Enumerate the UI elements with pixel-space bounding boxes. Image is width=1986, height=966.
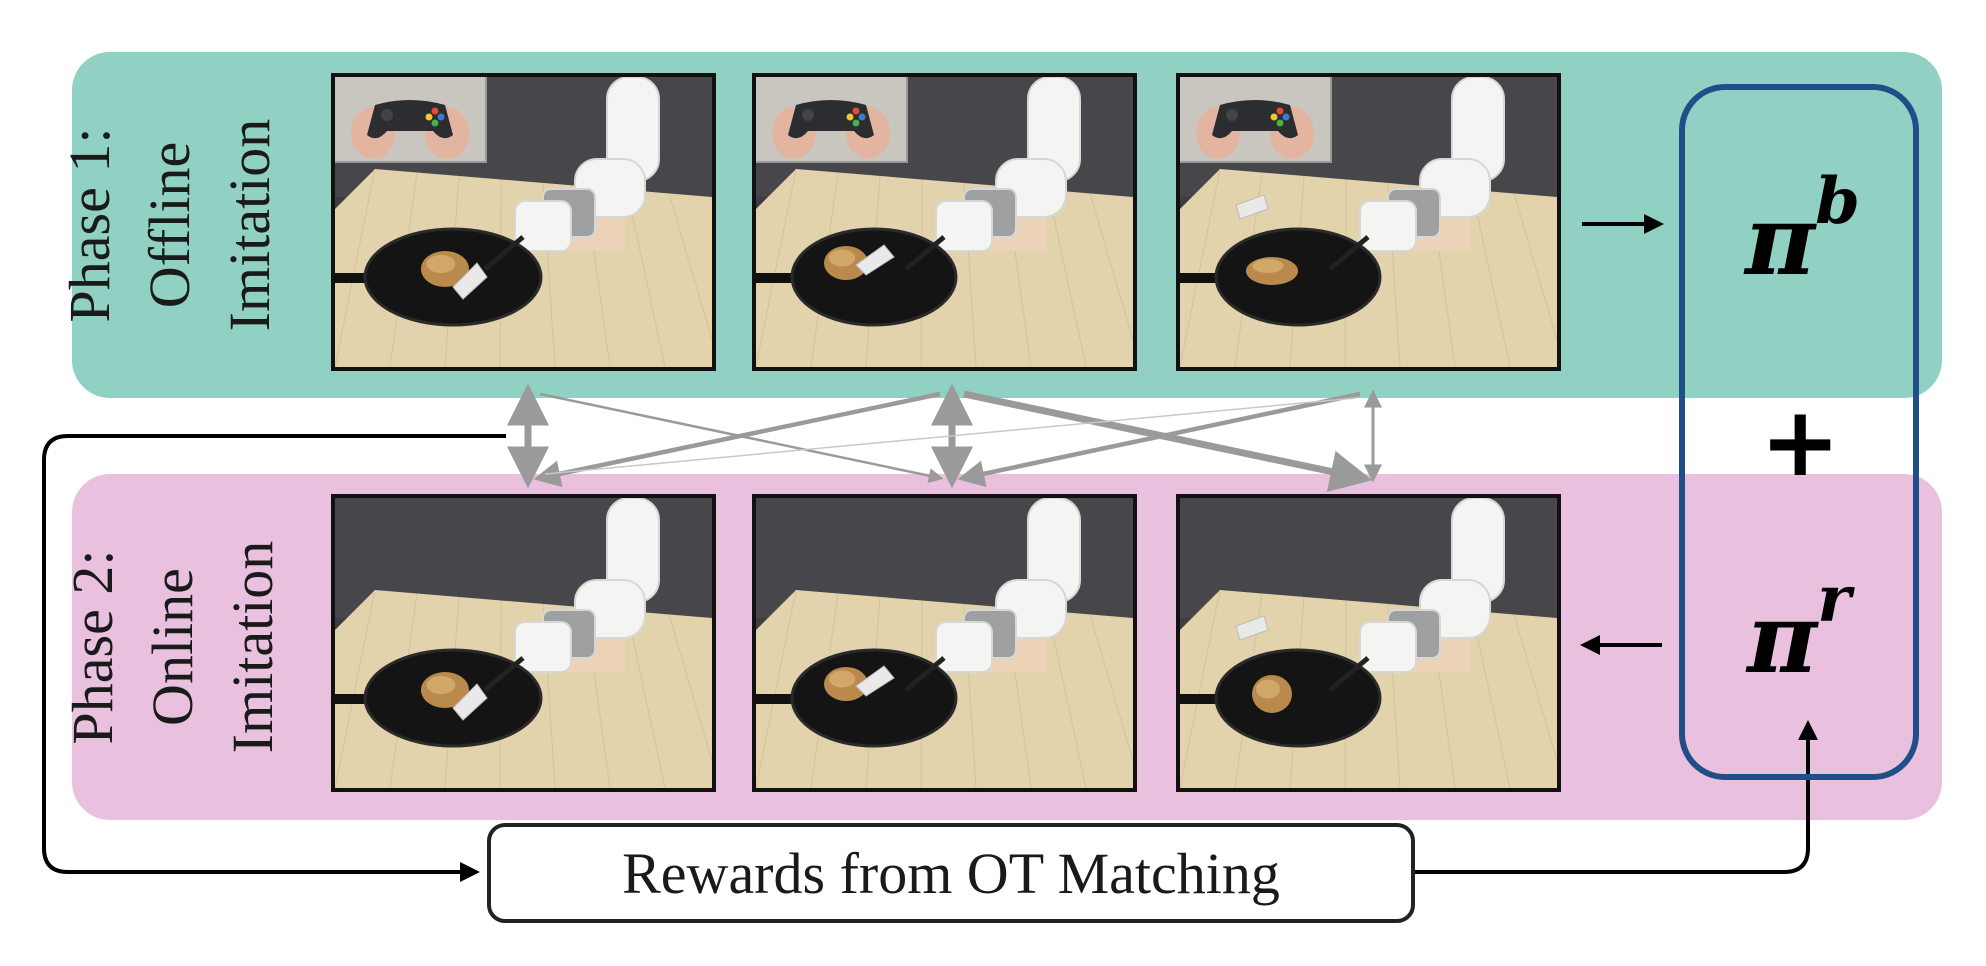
match-arrow-3-1 — [544, 397, 1357, 475]
match-arrow-1-2 — [539, 392, 944, 484]
phase2-subtitle-1: Online — [140, 568, 205, 726]
offline-demo-frame-1 — [331, 73, 716, 371]
online-rollout-frame-3 — [1176, 494, 1561, 792]
online-rollout-frame-2 — [752, 494, 1137, 792]
phase2-label: Phase 2: Online Imitation — [38, 477, 308, 817]
phase1-subtitle-2: Imitation — [217, 118, 282, 332]
gamepad-controller-icon — [756, 77, 908, 163]
policy-box — [1679, 84, 1919, 780]
phase1-subtitle-1: Offline — [137, 141, 202, 309]
gamepad-controller-icon — [1180, 77, 1332, 163]
offline-demo-frame-2 — [752, 73, 1137, 371]
residual-policy-label: πr — [1747, 568, 1851, 687]
phase1-label: Phase 1: Offline Imitation — [35, 55, 305, 395]
policy-r-superscript: r — [1817, 562, 1851, 637]
ot-reward-box: Rewards from OT Matching — [487, 823, 1415, 923]
ot-matching-arrows — [507, 383, 1382, 493]
match-arrow-2-1 — [533, 391, 941, 488]
plus-sign: + — [1760, 386, 1841, 498]
phase2-subtitle-2: Imitation — [220, 540, 285, 754]
policy-b-symbol: π — [1745, 184, 1816, 297]
policy-b-superscript: b — [1815, 164, 1861, 239]
offline-demo-frame-3 — [1176, 73, 1561, 371]
gamepad-controller-icon — [335, 77, 487, 163]
online-rollout-frame-1 — [331, 494, 716, 792]
match-arrow-2-3 — [963, 390, 1373, 493]
ot-reward-label: Rewards from OT Matching — [622, 840, 1280, 906]
phase1-title: Phase 1: — [57, 127, 122, 323]
match-arrow-3-2 — [957, 391, 1361, 488]
policy-r-symbol: π — [1747, 582, 1818, 695]
phase2-title: Phase 2: — [60, 549, 125, 745]
base-policy-label: πb — [1745, 170, 1860, 289]
